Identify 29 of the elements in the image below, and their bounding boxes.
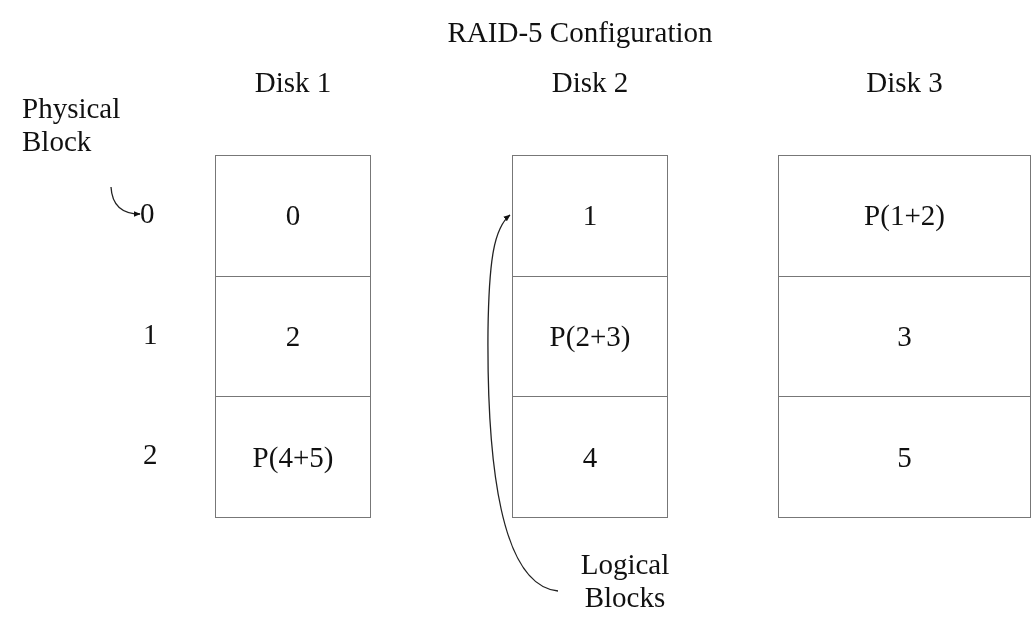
cell-text: 5 [897,440,912,475]
node-text: 0 [140,197,170,231]
cell-text: 3 [897,320,912,354]
table-cell [778,155,1031,277]
cell-text: P(1+2) [864,199,945,233]
node-text: Physical Block [22,92,182,159]
node-text: Logical Blocks [560,548,690,615]
row-number: 1 [143,318,158,352]
disk-heading: Disk 3 [865,66,944,100]
table-cell [215,396,371,519]
table-cell [512,275,668,398]
leader-arrow [487,214,559,592]
table-cell [215,275,371,398]
table-cell [778,396,1031,519]
cell-text: 4 [582,440,598,475]
cell-text: 2 [285,320,301,354]
disk-heading: Disk 1 [253,66,333,100]
cell-text: P(4+5) [252,440,334,475]
disk-heading: Disk 2 [550,66,630,100]
table-cell [215,155,371,277]
table-cell [778,275,1031,398]
cell-text: P(2+3) [549,320,631,354]
table-cell [512,155,668,277]
table-cell [512,396,668,519]
leader-arrow [110,186,141,217]
cell-text: 1 [582,199,598,233]
row-number: 2 [143,438,158,472]
diagram-title: RAID-5 Configuration [446,16,714,50]
cell-text: 0 [285,199,301,233]
